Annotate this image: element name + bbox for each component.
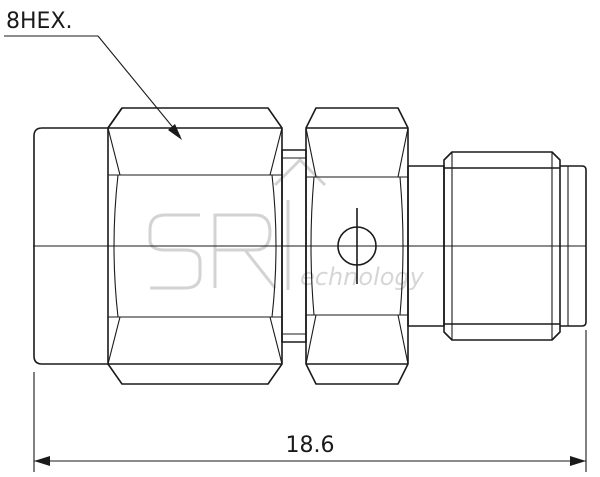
hex-callout-label: 8HEX. xyxy=(6,9,73,34)
length-dimension xyxy=(33,330,587,472)
watermark-text: echnology xyxy=(300,263,425,291)
overall-length-label: 18.6 xyxy=(286,433,335,458)
left-body xyxy=(33,127,109,365)
small-hex-nut xyxy=(305,107,409,385)
threaded-body xyxy=(443,151,561,341)
hex-callout-leader xyxy=(4,35,182,140)
watermark-logo: echnology xyxy=(148,157,425,291)
connector-tip xyxy=(560,165,587,327)
center-mark xyxy=(337,208,377,284)
